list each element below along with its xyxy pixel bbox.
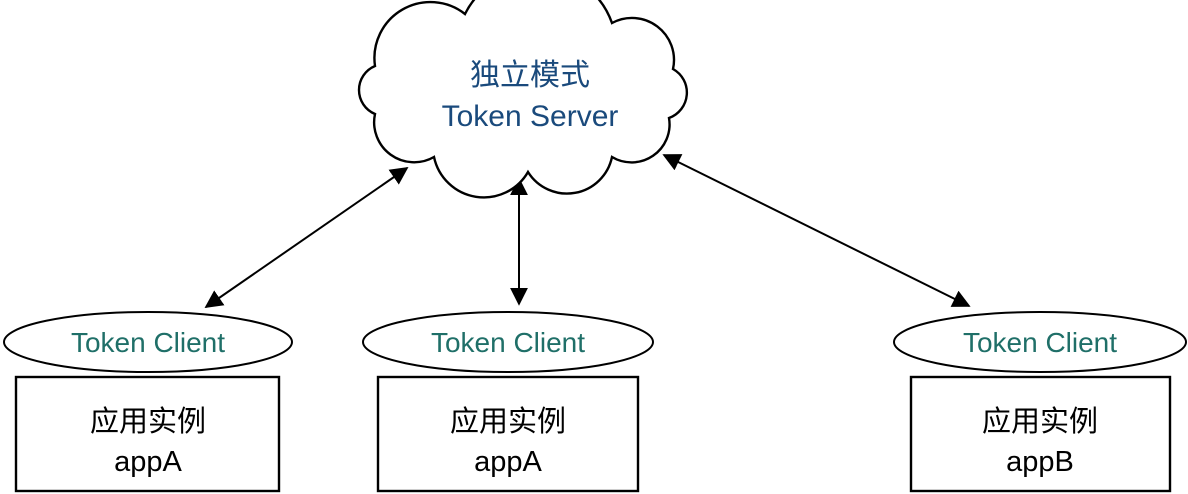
app-rect [909, 375, 1172, 493]
app-rect [376, 375, 640, 493]
app-label-line2: appA [474, 446, 542, 478]
cloud-shape [357, 0, 689, 199]
client-ellipse [3, 311, 293, 373]
client-label: Token Client [431, 327, 585, 358]
token-client-2: Token Client [362, 311, 654, 373]
app-instance-2: 应用实例 appA [376, 375, 640, 493]
server-label-line2: Token Server [442, 100, 619, 133]
app-label-line1: 应用实例 [90, 405, 206, 438]
client-label: Token Client [71, 327, 225, 358]
app-instance-3: 应用实例 appB [909, 375, 1172, 493]
client-label: Token Client [963, 327, 1117, 358]
app-instance-1: 应用实例 appA [14, 375, 281, 493]
app-label-line1: 应用实例 [982, 405, 1098, 438]
client-ellipse [893, 311, 1187, 373]
token-server-cloud: 独立模式 Token Server [357, 0, 689, 199]
server-label-line1: 独立模式 [470, 59, 590, 92]
arrow-server-client-3 [662, 154, 971, 307]
app-label-line2: appA [114, 446, 182, 478]
app-label-line1: 应用实例 [450, 405, 566, 438]
connector-arrows [204, 154, 971, 309]
client-ellipse [362, 311, 654, 373]
app-rect [14, 375, 281, 493]
token-client-3: Token Client [893, 311, 1187, 373]
arrow-server-client-1 [204, 166, 409, 309]
token-client-1: Token Client [3, 311, 293, 373]
app-label-line2: appB [1006, 446, 1074, 478]
